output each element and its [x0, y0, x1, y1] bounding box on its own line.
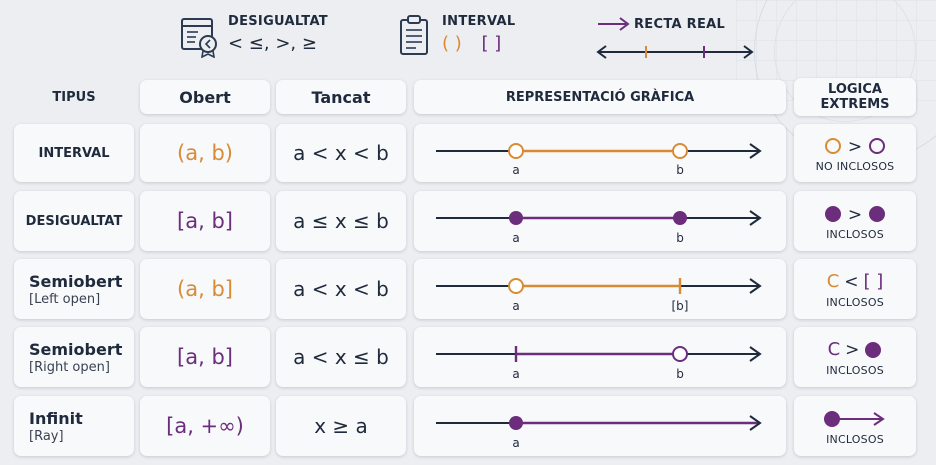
closed-dot-icon — [865, 341, 882, 358]
svg-text:>: > — [848, 137, 862, 156]
label-a: a — [512, 163, 519, 177]
header-tancat: Tancat — [276, 80, 406, 114]
row-2-type: DESIGUALTAT — [14, 191, 134, 251]
clipboard-icon — [400, 15, 428, 55]
header-representacio: REPRESENTACIÓ GRÀFICA — [414, 80, 786, 114]
row-3-inequality: a < x < b — [276, 259, 406, 319]
label-a: a — [512, 436, 519, 450]
row-4-type-title: Semiobert — [29, 339, 123, 359]
header-obert: Obert — [140, 80, 270, 114]
label-b: b — [676, 231, 684, 245]
row-4-number-line: a b — [414, 327, 786, 387]
row-5-logic: INCLOSOS — [794, 396, 916, 456]
svg-text:>: > — [848, 205, 862, 224]
open-gt-open-icon: > — [825, 137, 885, 156]
certificate-icon — [181, 18, 217, 58]
header-logica: LOGICA EXTREMS — [794, 78, 916, 116]
ray-icon — [824, 410, 885, 427]
row-5-notation: [a, +∞) — [140, 396, 270, 456]
row-4-type-sub: [Right open] — [29, 359, 110, 375]
row-5-number-line: a — [414, 396, 786, 456]
label-b: [b] — [672, 299, 689, 313]
row-5-type: Infinit [Ray] — [14, 396, 134, 456]
closed-endpoint-a — [509, 211, 523, 225]
closed-endpoint-b — [673, 211, 687, 225]
legend-recta-title: RECTA REAL — [634, 17, 726, 32]
row-2-inequality: a ≤ x ≤ b — [276, 191, 406, 251]
legend-interval-title: INTERVAL — [442, 14, 516, 29]
row-3-logic: C < [ ] INCLOSOS — [794, 259, 916, 319]
row-1-number-line: a b — [414, 124, 786, 182]
label-b: b — [676, 163, 684, 177]
label-a: a — [512, 299, 519, 313]
axis-arrowhead — [749, 278, 762, 294]
row-1-logic-note: NO INCLOSOS — [815, 159, 895, 173]
label-a: a — [512, 367, 519, 381]
row-2-notation: [a, b] — [140, 191, 270, 251]
closed-endpoint-a — [509, 416, 523, 430]
row-1-inequality: a < x < b — [276, 124, 406, 182]
legend-desigualtat-symbols: < ≤, >, ≥ — [228, 33, 317, 54]
label-a: a — [512, 231, 519, 245]
row-5-type-sub: [Ray] — [29, 428, 64, 444]
row-3-notation: (a, b] — [140, 259, 270, 319]
open-endpoint-b — [672, 346, 688, 362]
open-endpoint-a — [508, 143, 524, 159]
closed-gt-closed-icon: > — [825, 205, 885, 224]
row-1-type: INTERVAL — [14, 124, 134, 182]
row-5-type-title: Infinit — [29, 408, 83, 428]
row-5-logic-note: INCLOSOS — [826, 432, 884, 446]
label-b: b — [676, 367, 684, 381]
header-tipus: TIPUS — [52, 89, 96, 105]
arrow-right-icon — [598, 17, 630, 31]
legend-desigualtat: DESIGUALTAT < ≤, >, ≥ — [180, 14, 328, 58]
row-3-type-sub: [Left open] — [29, 291, 101, 307]
row-1-logic: > NO INCLOSOS — [794, 124, 916, 182]
number-line-icon — [596, 45, 754, 59]
legend-desigualtat-title: DESIGUALTAT — [228, 14, 328, 29]
row-4-notation: [a, b] — [140, 327, 270, 387]
legend-interval: INTERVAL ( ) [ ] — [398, 14, 515, 58]
row-3-type: Semiobert [Left open] — [14, 259, 134, 319]
row-2-number-line: a b — [414, 191, 786, 251]
legend-paren: ( ) — [442, 33, 462, 54]
row-3-type-title: Semiobert — [29, 271, 123, 291]
open-endpoint-a — [508, 278, 524, 294]
axis-arrowhead — [749, 346, 762, 362]
row-2-logic: > INCLOSOS — [794, 191, 916, 251]
row-4-logic-note: INCLOSOS — [826, 363, 884, 377]
row-4-logic: C > INCLOSOS — [794, 327, 916, 387]
row-2-logic-note: INCLOSOS — [826, 227, 884, 241]
row-1-notation: (a, b) — [140, 124, 270, 182]
row-4-inequality: a < x ≤ b — [276, 327, 406, 387]
row-3-logic-note: INCLOSOS — [826, 295, 884, 309]
row-4-type: Semiobert [Right open] — [14, 327, 134, 387]
row-5-inequality: x ≥ a — [276, 396, 406, 456]
row-3-number-line: a [b] — [414, 259, 786, 319]
legend-recta: RECTA REAL — [596, 14, 756, 60]
axis-arrowhead — [749, 415, 762, 431]
axis-arrowhead — [749, 210, 762, 226]
open-endpoint-b — [672, 143, 688, 159]
legend-bracket: [ ] — [481, 33, 502, 54]
axis-arrowhead — [749, 143, 762, 159]
